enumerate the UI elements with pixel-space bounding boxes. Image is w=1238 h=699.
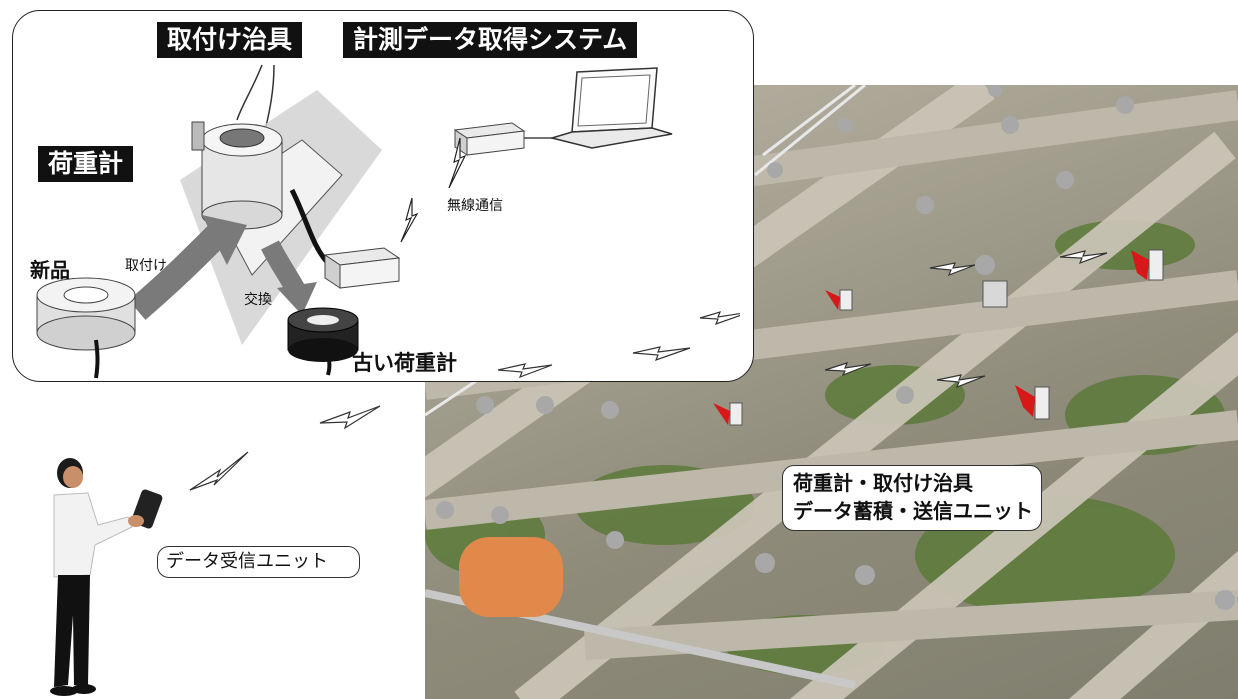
old-load-cell-icon bbox=[287, 307, 359, 376]
lightning-icon bbox=[400, 137, 467, 243]
wireless-signal-marks bbox=[189, 311, 740, 491]
attach-arrow bbox=[128, 225, 227, 320]
laptop-icon bbox=[549, 67, 673, 149]
new-load-cell-icon bbox=[36, 277, 136, 379]
callout-line2: データ蓄積・送信ユニット bbox=[793, 499, 1033, 523]
attach-label: 取付け bbox=[125, 258, 167, 274]
callout-line1: 荷重計・取付け治具 bbox=[793, 471, 973, 495]
water-tank bbox=[459, 537, 563, 617]
old-load-cell-label: 古い荷重計 bbox=[352, 351, 457, 375]
wireless-label: 無線通信 bbox=[447, 198, 503, 214]
data-logger-icon bbox=[453, 122, 552, 156]
transmitter-box-icon bbox=[323, 247, 401, 289]
new-item-label: 新品 bbox=[30, 258, 70, 282]
receiver-unit-label: データ受信ユニット bbox=[157, 546, 360, 578]
instrumented-anchors bbox=[713, 249, 1164, 426]
callout-box: 荷重計・取付け治具 データ蓄積・送信ユニット bbox=[782, 465, 1042, 531]
jig-cylinder-icon bbox=[191, 121, 283, 230]
load-cell-title: 荷重計 bbox=[38, 146, 134, 182]
panel-illustration bbox=[36, 64, 673, 379]
jig-title: 取付け治具 bbox=[157, 22, 303, 58]
exchange-label: 交換 bbox=[244, 292, 272, 308]
person-icon bbox=[50, 458, 163, 696]
measure-system-title: 計測データ取得システム bbox=[343, 22, 638, 58]
